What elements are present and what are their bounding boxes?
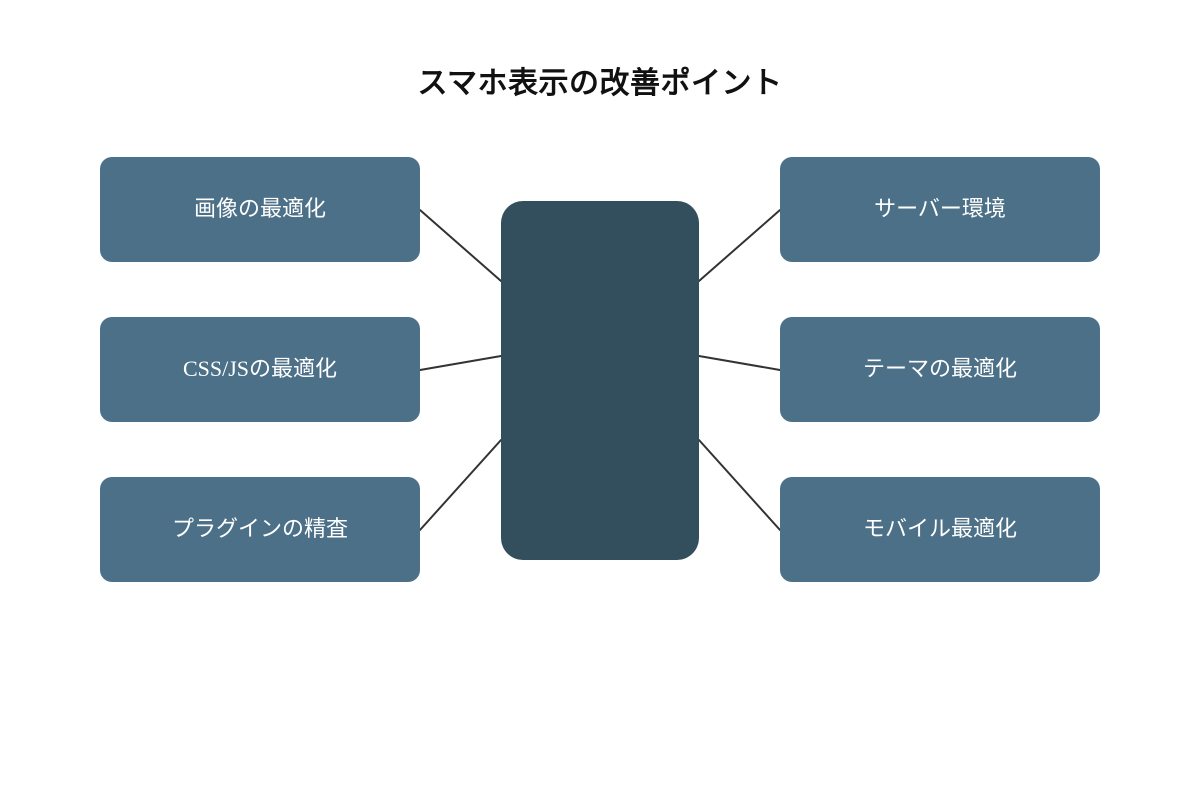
connector-line-2 [419,355,502,371]
connector-line-5 [698,355,781,371]
connector-line-1 [419,209,502,282]
node-left-1-label: 画像の最適化 [193,196,326,222]
node-right-3-label: モバイル最適化 [862,516,1017,542]
node-right-2[interactable]: テーマの最適化 [780,317,1100,422]
hub-node[interactable] [501,201,699,560]
node-right-1-label: サーバー環境 [874,196,1006,222]
connector-line-6 [698,439,781,531]
node-right-1[interactable]: サーバー環境 [780,157,1100,262]
node-left-3-label: プラグインの精査 [171,516,348,542]
connector-line-4 [698,209,781,282]
node-left-2[interactable]: CSS/JSの最適化 [100,317,420,422]
node-left-3[interactable]: プラグインの精査 [100,477,420,582]
page-title: スマホ表示の改善ポイント [417,67,783,100]
node-left-2-label: CSS/JSの最適化 [182,356,338,382]
connector-line-3 [419,439,502,531]
node-left-1[interactable]: 画像の最適化 [100,157,420,262]
node-right-2-label: テーマの最適化 [862,356,1017,382]
node-right-3[interactable]: モバイル最適化 [780,477,1100,582]
